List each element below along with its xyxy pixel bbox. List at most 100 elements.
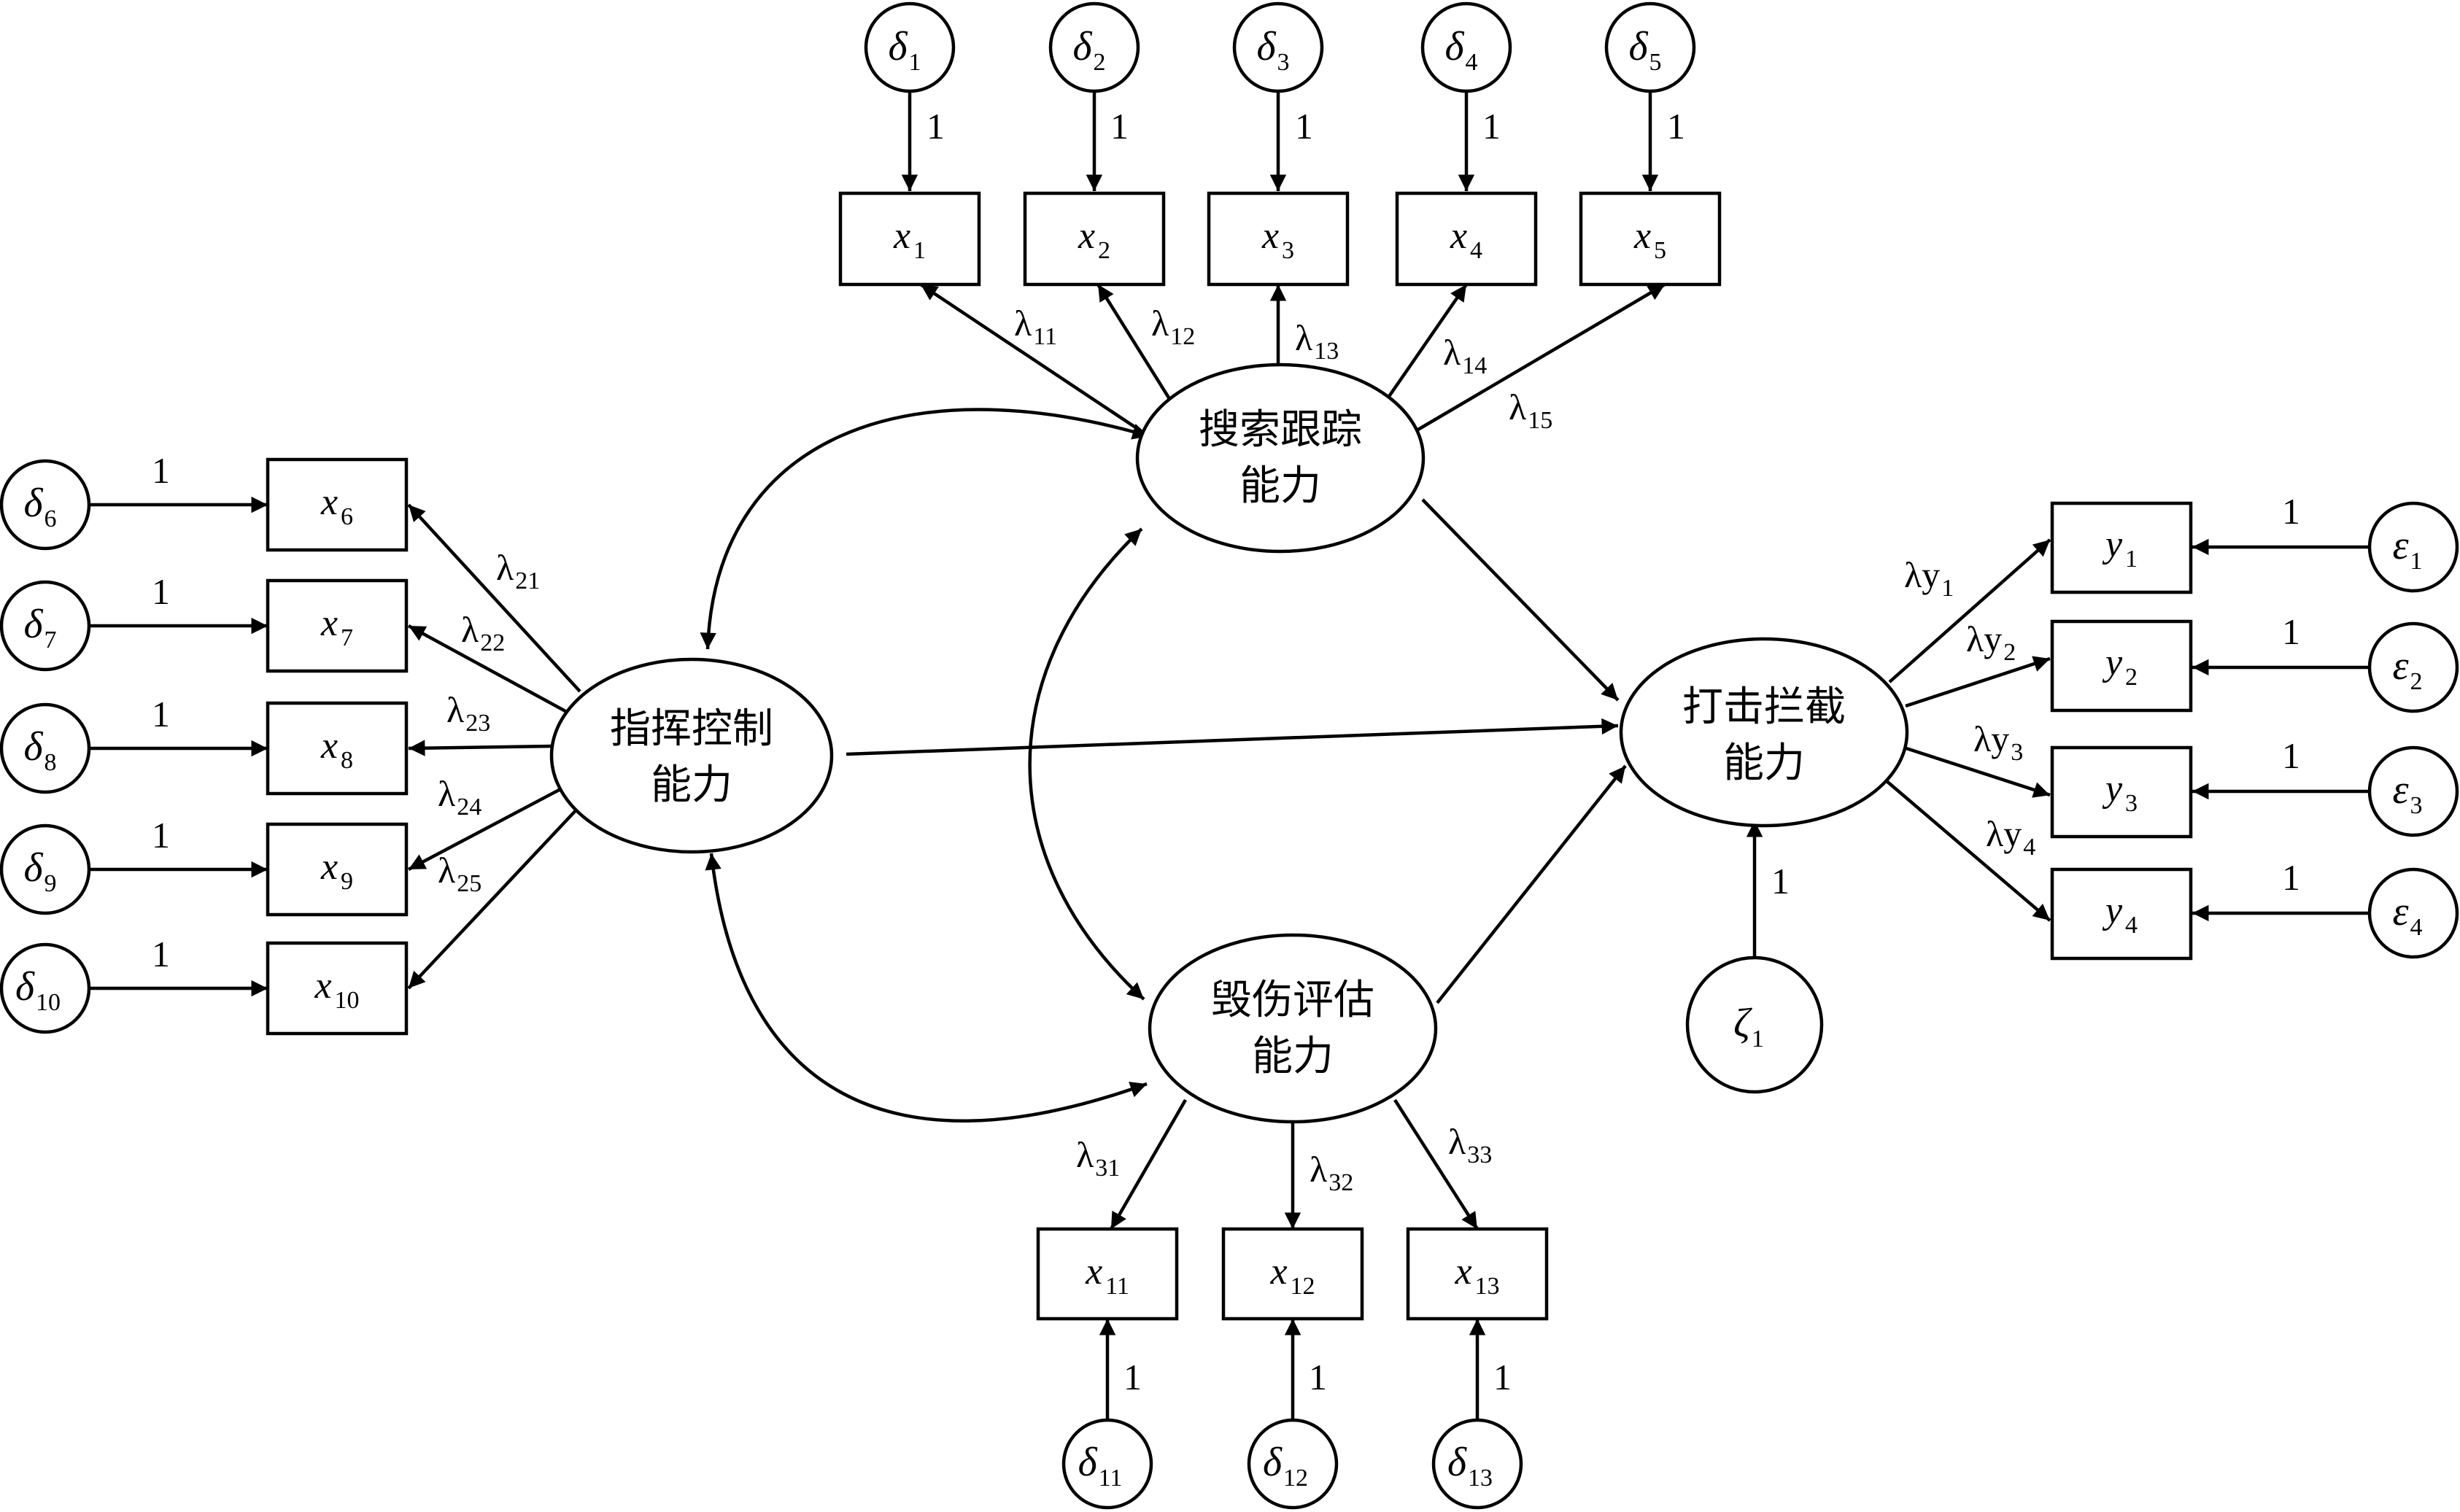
error-delta-10: δ10: [0, 942, 91, 1034]
error-delta-12: δ12: [1247, 1418, 1339, 1510]
latent-search-line1: 搜索跟踪: [1199, 408, 1362, 453]
error-label: δ7: [23, 602, 56, 654]
loading-arrow-x2: [1096, 283, 1176, 408]
loading-arrow-x11: [1110, 1098, 1187, 1230]
fixed-loading-label: 1: [152, 694, 170, 734]
error-label: δ13: [1447, 1440, 1493, 1492]
loading-arrow-x9: [407, 786, 565, 871]
latent-command: 指挥控制 能力: [549, 657, 834, 854]
fixed-loading-label: 1: [1295, 106, 1313, 147]
fixed-loading-label: 1: [927, 106, 945, 147]
lambda-label-23: λ23: [446, 689, 490, 737]
error-label: ε4: [2392, 889, 2422, 941]
fixed-loading-label: 1: [152, 815, 170, 856]
loading-arrow-x5: [1415, 283, 1666, 432]
latent-strike-line1: 打击拦截: [1682, 685, 1846, 730]
fixed-loading-label: 1: [1110, 106, 1129, 147]
loading-arrow-x1: [919, 283, 1147, 435]
lambda-label-25: λ25: [438, 850, 481, 897]
error-label: δ3: [1256, 24, 1289, 76]
latent-search-line2: 能力: [1239, 464, 1321, 509]
loading-arrow-y2: [1905, 656, 2051, 708]
error-label: ζ1: [1733, 1001, 1764, 1052]
loading-arrow-y3: [1903, 745, 2051, 798]
loading-arrow-y4: [1884, 779, 2051, 922]
error-delta-4: δ4: [1420, 1, 1512, 93]
lambda-label-33: λ33: [1448, 1121, 1492, 1168]
fixed-loading-label: 1: [152, 934, 170, 974]
fixed-loading-label: 1: [2282, 735, 2300, 776]
lambda-label-24: λ24: [438, 773, 481, 821]
cov-search-damage: [1028, 527, 1145, 1001]
error-epsilon-2: ε2: [2367, 621, 2459, 713]
fixed-loading-label: 1: [1309, 1357, 1327, 1397]
loading-arrow-y1: [1888, 538, 2051, 683]
fixed-loading-label: 1: [152, 450, 170, 491]
error-label: ε2: [2392, 643, 2422, 695]
error-delta-5: δ5: [1604, 1, 1696, 93]
latent-strike: 打击拦截 能力: [1619, 637, 1909, 828]
path-search-to-strike: [1421, 498, 1620, 702]
fixed-loading-label: 1: [2282, 611, 2300, 652]
error-delta-11: δ11: [1061, 1418, 1153, 1510]
error-delta-2: δ2: [1048, 1, 1140, 93]
fixed-loading-label: 1: [152, 571, 170, 612]
error-label: δ2: [1072, 24, 1105, 76]
error-delta-8: δ8: [0, 702, 91, 794]
cov-command-search: [700, 408, 1150, 650]
fixed-loading-label: 1: [1482, 106, 1501, 147]
error-delta-6: δ6: [0, 459, 91, 551]
loading-arrow-x7: [407, 624, 567, 713]
loading-arrow-x13: [1393, 1098, 1479, 1230]
error-epsilon-1: ε1: [2367, 501, 2459, 593]
error-label: δ9: [23, 845, 56, 897]
error-label: δ4: [1444, 24, 1477, 76]
lambda-label-31: λ31: [1076, 1134, 1120, 1182]
lambda-label-11: λ11: [1014, 303, 1057, 350]
lambda-label-15: λ15: [1509, 387, 1552, 434]
latent-damage: 毁伤评估 能力: [1148, 933, 1438, 1124]
loading-arrow-x8: [408, 740, 554, 756]
error-label: δ11: [1078, 1440, 1123, 1492]
error-delta-13: δ13: [1431, 1418, 1523, 1510]
error-delta-1: δ1: [864, 1, 956, 93]
lambda-label-21: λ21: [496, 547, 540, 594]
error-label: δ12: [1263, 1440, 1308, 1492]
lambda-label-13: λ13: [1295, 317, 1339, 365]
error-label: ε3: [2392, 767, 2422, 819]
disturbance-zeta-1: ζ1: [1685, 955, 1824, 1094]
loading-arrow-x10: [407, 805, 581, 990]
fixed-loading-label: 1: [2282, 491, 2300, 532]
path-damage-to-strike: [1436, 764, 1627, 1004]
lambda-label-y1: λy1: [1904, 554, 1954, 602]
fixed-loading-label: 1: [1123, 1357, 1142, 1397]
error-delta-3: δ3: [1232, 1, 1324, 93]
error-delta-9: δ9: [0, 823, 91, 915]
error-delta-7: δ7: [0, 580, 91, 672]
